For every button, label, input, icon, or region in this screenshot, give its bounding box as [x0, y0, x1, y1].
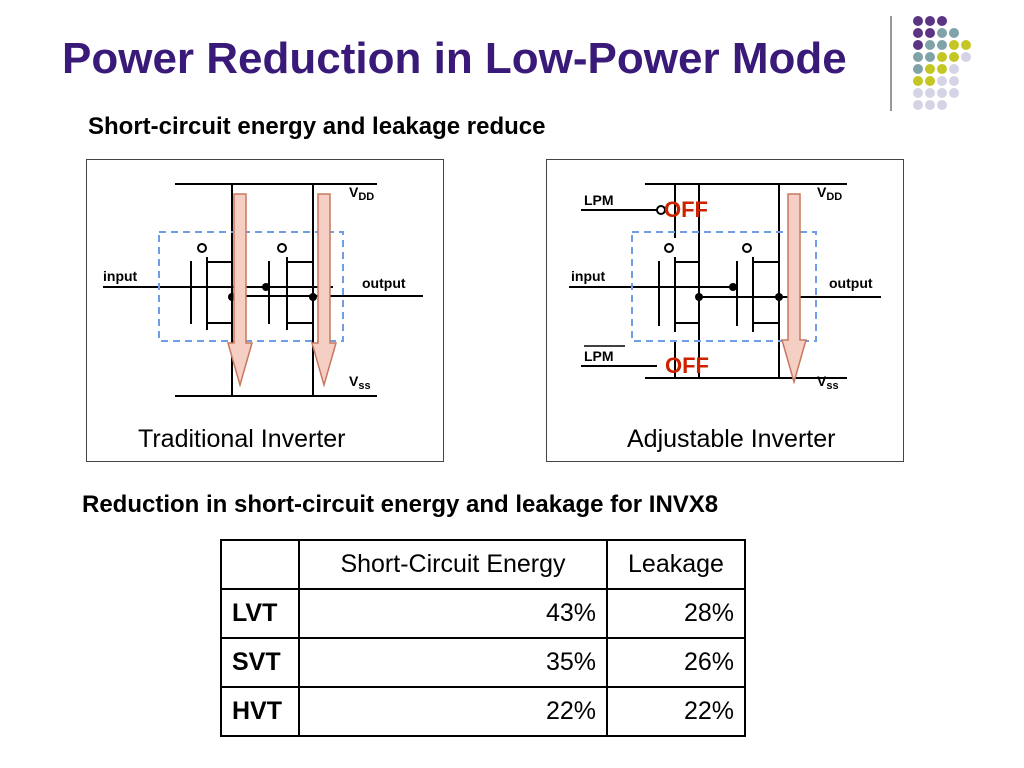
- table-row: SVT 35% 26%: [220, 637, 746, 688]
- dot: [949, 52, 959, 62]
- header-short-circuit-energy: Short-Circuit Energy: [298, 539, 608, 590]
- dot: [913, 40, 923, 50]
- dot: [925, 76, 935, 86]
- traditional-inverter-panel: input output VDD Vss Traditional Inverte…: [86, 159, 444, 462]
- right-transistor-pair: [736, 243, 779, 332]
- vss-label: Vss: [817, 373, 839, 392]
- current-arrow: [781, 193, 807, 385]
- dot-grid-row-2: [913, 28, 959, 38]
- table-caption: Reduction in short-circuit energy and le…: [82, 491, 719, 518]
- dot-grid-row-5: [913, 64, 959, 74]
- dot: [913, 28, 923, 38]
- table-header-row: Short-Circuit Energy Leakage: [220, 539, 746, 590]
- dot: [937, 76, 947, 86]
- dot: [913, 52, 923, 62]
- dot: [913, 64, 923, 74]
- dot: [913, 88, 923, 98]
- row-label: SVT: [220, 637, 300, 688]
- input-label: input: [571, 268, 606, 284]
- dot: [937, 64, 947, 74]
- table-row: LVT 43% 28%: [220, 588, 746, 639]
- slide-subtitle: Short-circuit energy and leakage reduce: [88, 113, 546, 140]
- adjustable-inverter-panel: LPM LPM OFF OFF input output VDD Vss Adj…: [546, 159, 904, 462]
- dot: [949, 40, 959, 50]
- row-label: LVT: [220, 588, 300, 639]
- dot: [913, 16, 923, 26]
- row-label: HVT: [220, 686, 300, 737]
- dot: [925, 52, 935, 62]
- input-label: input: [103, 268, 138, 284]
- sce-value: 35%: [298, 637, 608, 688]
- dot: [925, 88, 935, 98]
- dot: [949, 88, 959, 98]
- vdd-label: VDD: [817, 184, 842, 203]
- dot-grid-row-3: [913, 40, 971, 50]
- dot-grid-row-1: [913, 16, 947, 26]
- leakage-value: 28%: [606, 588, 746, 639]
- dot: [925, 28, 935, 38]
- adjustable-inverter-caption: Adjustable Inverter: [627, 425, 836, 453]
- table-corner-cell: [220, 539, 300, 590]
- left-transistor-pair: [190, 243, 232, 330]
- off-bottom-label: OFF: [665, 353, 709, 378]
- dot-grid-row-7: [913, 88, 959, 98]
- traditional-inverter-caption: Traditional Inverter: [138, 425, 346, 453]
- dot: [913, 76, 923, 86]
- sce-value: 22%: [298, 686, 608, 737]
- dot: [961, 40, 971, 50]
- dashed-region: [158, 231, 344, 342]
- dot: [925, 40, 935, 50]
- junction-dots: [695, 283, 783, 301]
- dot: [925, 16, 935, 26]
- dot-grid-row-8: [913, 100, 947, 110]
- vss-label: Vss: [349, 373, 371, 392]
- off-top-label: OFF: [664, 197, 708, 222]
- dot: [937, 88, 947, 98]
- dot-grid-row-6: [913, 76, 959, 86]
- dot-grid-row-4: [913, 52, 971, 62]
- dot: [913, 100, 923, 110]
- dot: [925, 64, 935, 74]
- leakage-value: 26%: [606, 637, 746, 688]
- slide-title: Power Reduction in Low-Power Mode: [62, 34, 847, 83]
- reduction-table: Short-Circuit Energy Leakage LVT 43% 28%…: [220, 539, 746, 737]
- dot: [937, 40, 947, 50]
- output-label: output: [362, 275, 406, 291]
- left-transistor-pair: [658, 243, 699, 332]
- dot: [937, 100, 947, 110]
- current-arrow-left: [227, 193, 253, 388]
- lpm-top-bubble: [656, 205, 666, 215]
- dot: [937, 16, 947, 26]
- traditional-inverter-schematic: input output VDD Vss: [103, 183, 423, 397]
- dot: [949, 76, 959, 86]
- leakage-value: 22%: [606, 686, 746, 737]
- adjustable-inverter-schematic: LPM LPM OFF OFF input output VDD Vss: [569, 183, 881, 392]
- dot: [961, 52, 971, 62]
- right-transistor-pair: [268, 243, 313, 330]
- dot: [937, 28, 947, 38]
- lpm-bottom-label: LPM: [584, 348, 614, 364]
- header-leakage: Leakage: [606, 539, 746, 590]
- dot: [949, 64, 959, 74]
- sce-value: 43%: [298, 588, 608, 639]
- dot: [937, 52, 947, 62]
- table-row: HVT 22% 22%: [220, 686, 746, 737]
- dot: [925, 100, 935, 110]
- current-arrow-right: [311, 193, 337, 388]
- title-divider: [890, 16, 892, 111]
- lpm-top-label: LPM: [584, 192, 614, 208]
- dashed-region: [631, 231, 817, 342]
- dot: [949, 28, 959, 38]
- vdd-label: VDD: [349, 184, 374, 203]
- output-label: output: [829, 275, 873, 291]
